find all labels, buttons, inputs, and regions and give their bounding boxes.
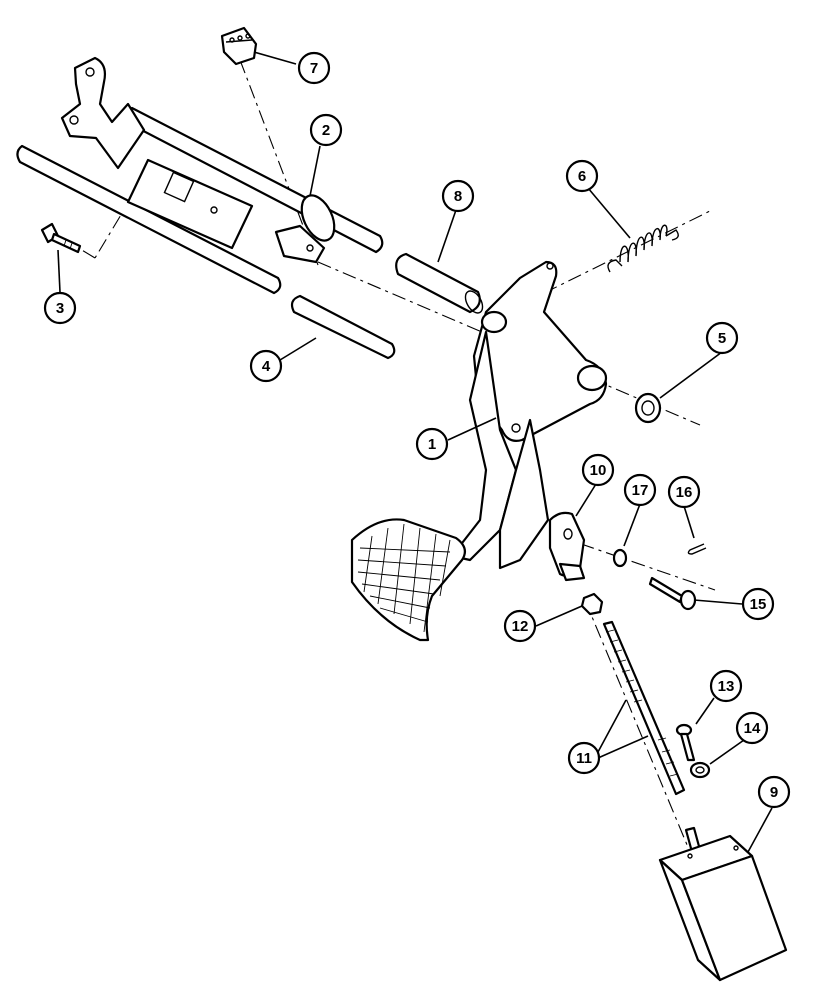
callout-6: 6 (565, 159, 599, 193)
callout-7: 7 (297, 51, 331, 85)
part-12-nut (580, 592, 604, 616)
svg-text:10: 10 (590, 462, 607, 479)
part-1-pedal-arm (350, 260, 608, 642)
callout-9: 9 (757, 775, 791, 809)
part-3-bolt (40, 222, 82, 254)
svg-text:5: 5 (718, 330, 726, 347)
callout-8: 8 (441, 179, 475, 213)
callout-3: 3 (43, 291, 77, 325)
part-10-clevis (548, 511, 586, 582)
svg-text:9: 9 (770, 784, 778, 801)
callout-10: 10 (581, 453, 615, 487)
svg-text:13: 13 (718, 678, 735, 695)
part-5-washer (634, 392, 662, 424)
svg-text:7: 7 (310, 60, 318, 77)
callout-15: 15 (741, 587, 775, 621)
leader-lines (57, 51, 773, 853)
callout-14: 14 (735, 711, 769, 745)
callout-11: 11 (567, 741, 601, 775)
part-11-rod (602, 620, 686, 796)
part-4-rod (290, 294, 396, 360)
part-15-pin (648, 576, 697, 611)
callout-13: 13 (709, 669, 743, 703)
svg-text:14: 14 (744, 720, 761, 737)
callout-12: 12 (503, 609, 537, 643)
part-9-cylinder (658, 826, 788, 982)
part-17-washer (612, 548, 628, 568)
part-7-block (220, 26, 258, 66)
callout-1: 1 (415, 427, 449, 461)
callout-2: 2 (309, 113, 343, 147)
part-13-bolt (675, 723, 696, 762)
callout-17: 17 (623, 473, 657, 507)
svg-text:17: 17 (632, 482, 649, 499)
svg-text:6: 6 (578, 168, 586, 185)
svg-text:16: 16 (676, 484, 693, 501)
part-14-washer (689, 761, 711, 779)
part-8-bushing (395, 252, 484, 314)
svg-text:4: 4 (262, 358, 271, 375)
callout-5: 5 (705, 321, 739, 355)
svg-text:3: 3 (56, 300, 64, 317)
part-6-spring (607, 224, 679, 273)
svg-text:8: 8 (454, 188, 462, 205)
callout-16: 16 (667, 475, 701, 509)
callouts: 7 2 3 4 8 6 5 1 (43, 51, 791, 809)
svg-text:1: 1 (428, 436, 436, 453)
svg-text:12: 12 (512, 618, 529, 635)
callout-4: 4 (249, 349, 283, 383)
svg-text:2: 2 (322, 122, 330, 139)
svg-text:11: 11 (576, 750, 592, 767)
part-16-cotter-pin (687, 543, 707, 555)
part-2-collar (274, 194, 336, 264)
cross-shaft-assembly (16, 56, 384, 295)
svg-text:15: 15 (750, 596, 767, 613)
